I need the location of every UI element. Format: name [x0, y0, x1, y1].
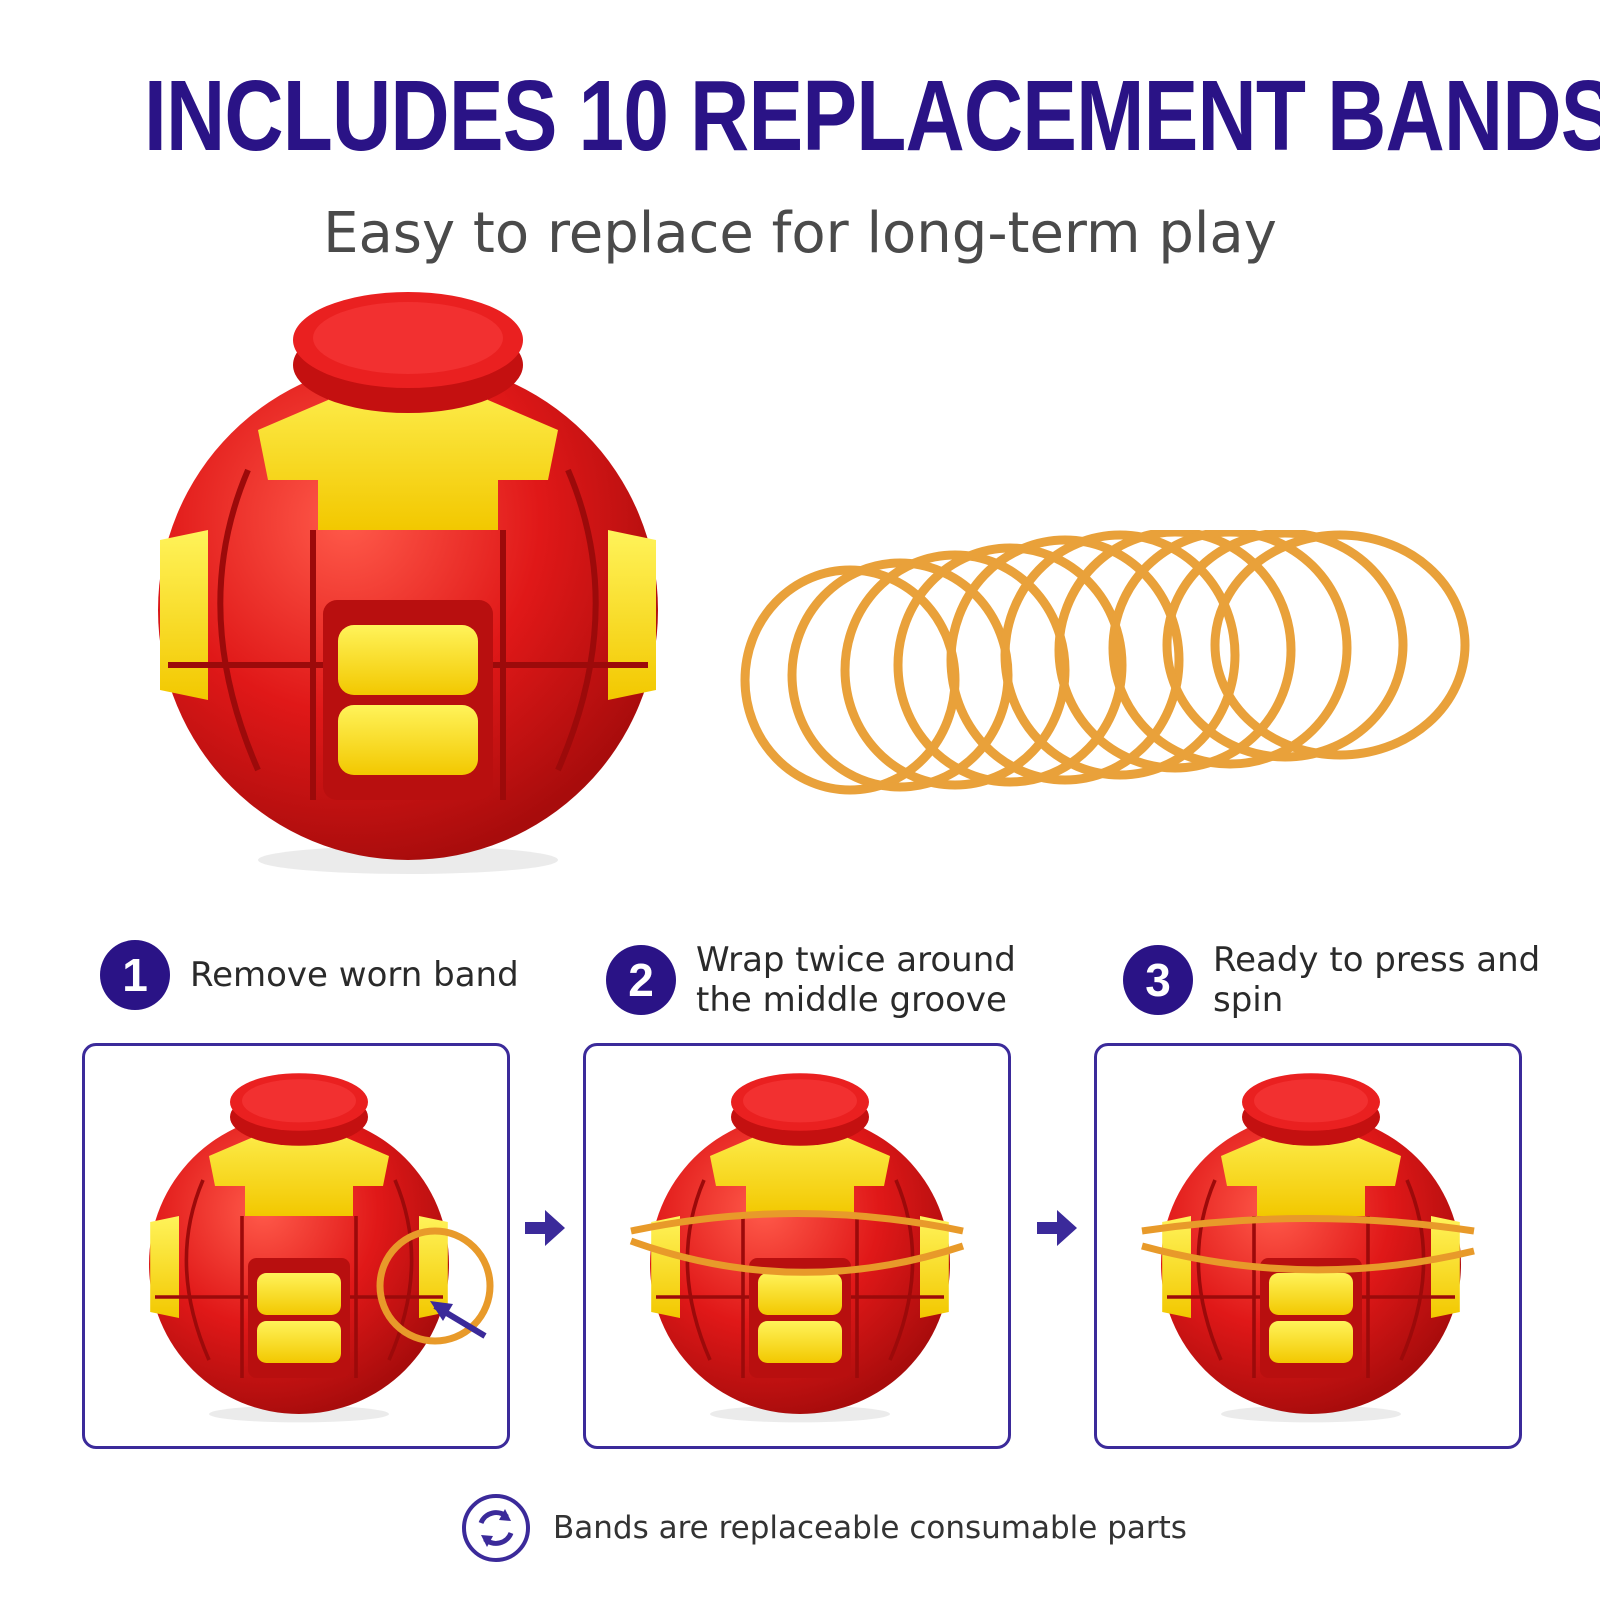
replacement-bands-image	[740, 530, 1470, 795]
recycle-icon	[462, 1494, 530, 1562]
step-3-number: 3	[1123, 945, 1193, 1015]
step-3-ball-image	[1141, 1071, 1475, 1425]
toy-ball-image	[138, 280, 678, 880]
step-2-header: 2 Wrap twice around the middle groove	[606, 940, 1026, 1020]
footer-note: Bands are replaceable consumable parts	[461, 1493, 1187, 1563]
step-1-ball-image	[147, 1071, 494, 1425]
step-2-text: Wrap twice around the middle groove	[696, 940, 1016, 1020]
step-1-panel	[82, 1043, 510, 1449]
step-1-number: 1	[100, 940, 170, 1010]
step-3-header: 3 Ready to press and spin	[1123, 940, 1543, 1020]
step-2-ball-image	[629, 1071, 965, 1425]
step-3-panel	[1094, 1043, 1522, 1449]
footer-text: Bands are replaceable consumable parts	[553, 1510, 1187, 1546]
step-2-panel	[583, 1043, 1011, 1449]
page-title: INCLUDES 10 REPLACEMENT BANDS	[144, 60, 1600, 172]
step-1-header: 1 Remove worn band	[100, 940, 519, 1010]
step-3-text: Ready to press and spin	[1213, 940, 1541, 1020]
next-arrow-icon	[525, 1210, 565, 1246]
page-subtitle: Easy to replace for long-term play	[323, 201, 1277, 266]
step-2-number: 2	[606, 945, 676, 1015]
step-1-text: Remove worn band	[190, 955, 519, 995]
next-arrow-icon	[1037, 1210, 1077, 1246]
